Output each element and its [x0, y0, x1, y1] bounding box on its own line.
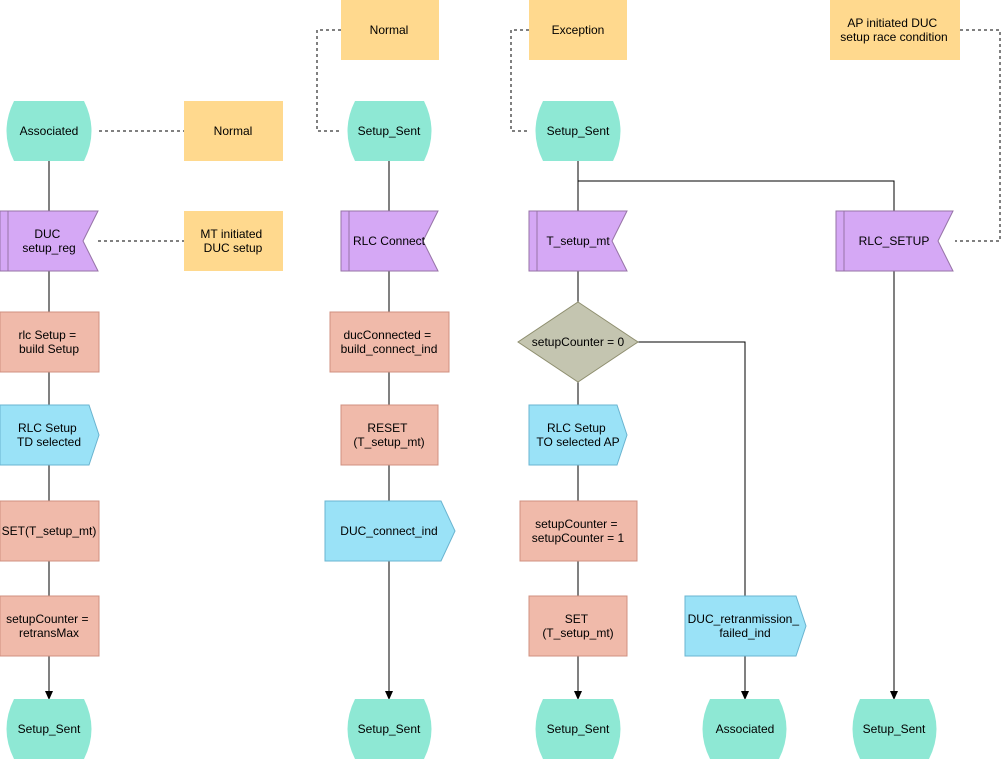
note-shape [341, 0, 439, 60]
ap-initiated-note: AP initiated DUC setup race condition [830, 0, 960, 60]
input-signal-shape [528, 210, 628, 272]
task-label: setupCounter = retransMax [6, 612, 92, 640]
dashed-normal-note-to-setup-sent [316, 29, 341, 132]
normal-note-left: Normal [184, 101, 283, 161]
input-signal-shape [835, 210, 954, 272]
state-label: Setup_Sent [547, 124, 610, 138]
exception-note: Exception [529, 0, 627, 60]
task-shape [340, 404, 439, 466]
normal-note-top: Normal [341, 0, 439, 60]
state-shape [702, 699, 787, 759]
task-shape [528, 595, 628, 657]
task-label: SET(T_setup_mt) [2, 524, 97, 538]
output-label: RLC Setup TO selected AP [536, 421, 619, 449]
edge-setup-sent-to-rlc-setup-input [578, 180, 895, 211]
input-signal-shape [0, 210, 99, 272]
task-label: SET (T_setup_mt) [542, 612, 613, 640]
rlc-setup-td-output[interactable]: RLC Setup TD selected [0, 404, 100, 466]
mt-initiated-note: MT initiated DUC setup [184, 211, 283, 271]
setup-sent-state-ap-end[interactable]: Setup_Sent [852, 699, 937, 759]
rlc-setup-build-task[interactable]: rlc Setup = build Setup [0, 311, 100, 373]
state-shape [535, 101, 621, 161]
setup-sent-state-exception[interactable]: Setup_Sent [535, 101, 621, 161]
state-label: Associated [20, 124, 79, 138]
task-label: setupCounter = setupCounter = 1 [532, 517, 625, 545]
state-shape [347, 101, 432, 161]
associated-state-start[interactable]: Associated [6, 101, 92, 161]
setup-counter-decision[interactable]: setupCounter = 0 [517, 301, 639, 383]
output-signal-shape [0, 404, 100, 466]
rlc-setup-to-output[interactable]: RLC Setup TO selected AP [528, 404, 628, 466]
input-label: T_setup_mt [546, 234, 610, 248]
setup-sent-state-normal[interactable]: Setup_Sent [347, 101, 432, 161]
setup-counter-increment-task[interactable]: setupCounter = setupCounter = 1 [519, 500, 638, 562]
state-label: Setup_Sent [863, 722, 926, 736]
note-label: Exception [552, 23, 605, 37]
setup-sent-state-exception-end[interactable]: Setup_Sent [535, 699, 621, 759]
connectors [45, 29, 1001, 700]
decision-shape [517, 301, 639, 383]
set-t-setup-mt-task-right[interactable]: SET (T_setup_mt) [528, 595, 628, 657]
state-shape [347, 699, 432, 759]
rlc-setup-input[interactable]: RLC_SETUP [835, 210, 954, 272]
setup-counter-retrans-task[interactable]: setupCounter = retransMax [0, 595, 100, 657]
state-label: Setup_Sent [547, 722, 610, 736]
output-label: DUC_retranmission_ failed_ind [688, 612, 803, 640]
duc-connected-task[interactable]: ducConnected = build_connect_ind [329, 311, 450, 373]
output-signal-shape [528, 404, 628, 466]
state-label: Associated [716, 722, 775, 736]
state-label: Setup_Sent [358, 722, 421, 736]
task-shape [0, 500, 100, 562]
task-label: rlc Setup = build Setup [18, 328, 79, 356]
output-signal-shape [324, 500, 456, 562]
state-shape [6, 101, 92, 161]
note-label: MT initiated DUC setup [200, 227, 265, 255]
state-label: Setup_Sent [358, 124, 421, 138]
reset-task[interactable]: RESET (T_setup_mt) [340, 404, 439, 466]
note-shape [529, 0, 627, 60]
decision-label: setupCounter = 0 [532, 335, 625, 349]
set-t-setup-mt-task-left[interactable]: SET(T_setup_mt) [0, 500, 100, 562]
task-label: RESET (T_setup_mt) [353, 421, 424, 449]
state-shape [6, 699, 92, 759]
input-label: RLC_SETUP [859, 234, 930, 248]
dashed-exception-note-to-setup-sent [510, 29, 529, 132]
input-label: DUC setup_reg [22, 227, 75, 255]
output-signal-shape [684, 595, 807, 657]
associated-state-end[interactable]: Associated [702, 699, 787, 759]
note-label: AP initiated DUC setup race condition [840, 16, 947, 44]
task-shape [0, 595, 100, 657]
input-label: RLC Connect [353, 234, 426, 248]
t-setup-mt-input[interactable]: T_setup_mt [528, 210, 628, 272]
input-signal-shape [340, 210, 439, 272]
note-label: Normal [370, 23, 409, 37]
duc-setup-reg-input[interactable]: DUC setup_reg [0, 210, 99, 272]
state-shape [852, 699, 937, 759]
setup-sent-state-normal-end[interactable]: Setup_Sent [347, 699, 432, 759]
task-shape [0, 311, 100, 373]
output-label: DUC_connect_ind [340, 524, 437, 538]
duc-retransmission-output[interactable]: DUC_retranmission_ failed_ind [684, 595, 807, 657]
note-shape [184, 101, 283, 161]
note-shape [830, 0, 960, 60]
rlc-connect-input[interactable]: RLC Connect [340, 210, 439, 272]
task-shape [329, 311, 450, 373]
edge-decision-to-duc-retransmission [638, 341, 746, 596]
note-label: Normal [214, 124, 253, 138]
setup-sent-state-left-end[interactable]: Setup_Sent [6, 699, 92, 759]
task-shape [519, 500, 638, 562]
state-shape [535, 699, 621, 759]
output-label: RLC Setup TD selected [17, 421, 81, 449]
note-shape [184, 211, 283, 271]
duc-connect-ind-output[interactable]: DUC_connect_ind [324, 500, 456, 562]
dashed-ap-note-to-rlc-setup [955, 29, 1001, 242]
task-label: ducConnected = build_connect_ind [341, 328, 438, 356]
state-label: Setup_Sent [18, 722, 81, 736]
